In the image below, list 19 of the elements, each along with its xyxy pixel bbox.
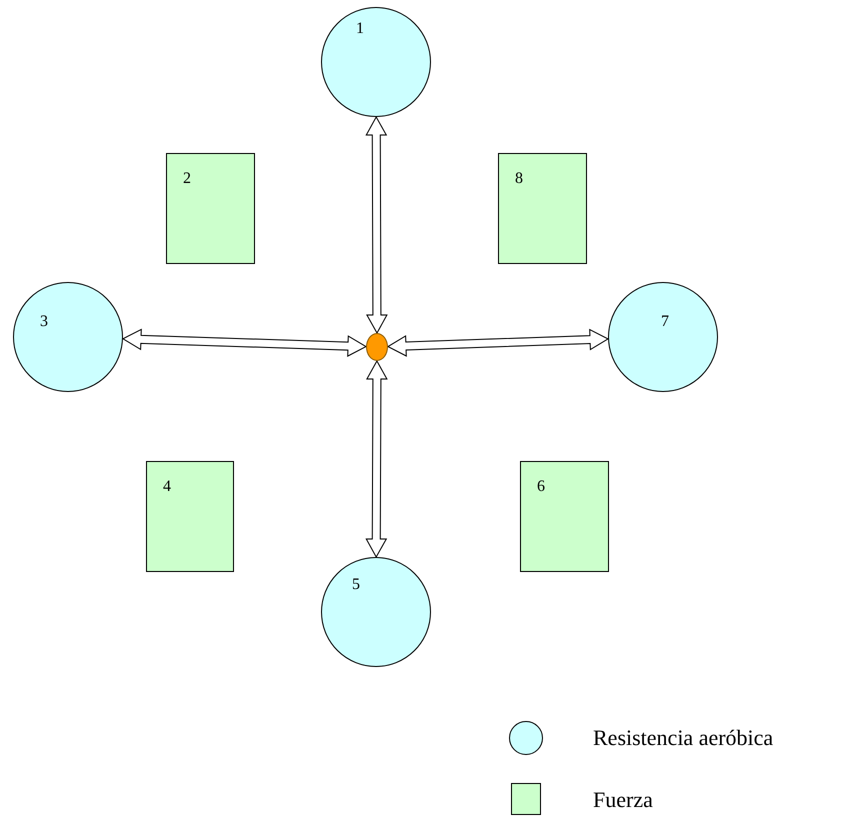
station-box (146, 461, 234, 572)
station-box (498, 153, 587, 264)
station-box (520, 461, 609, 572)
station-number: 8 (515, 170, 523, 188)
double-arrow (122, 328, 368, 357)
double-arrow (386, 328, 610, 357)
double-arrow (365, 360, 388, 558)
station-number: 7 (661, 313, 669, 331)
station-number: 4 (163, 478, 171, 496)
station-number: 1 (356, 20, 364, 38)
station-box (166, 153, 255, 264)
double-arrow (365, 116, 388, 334)
legend-label: Fuerza (593, 787, 653, 813)
station-number: 5 (352, 576, 360, 594)
legend-label: Resistencia aeróbica (593, 725, 774, 751)
station-number: 6 (537, 478, 545, 496)
station-number: 2 (183, 170, 191, 188)
center-dot (366, 333, 388, 361)
station-number: 3 (40, 313, 48, 331)
